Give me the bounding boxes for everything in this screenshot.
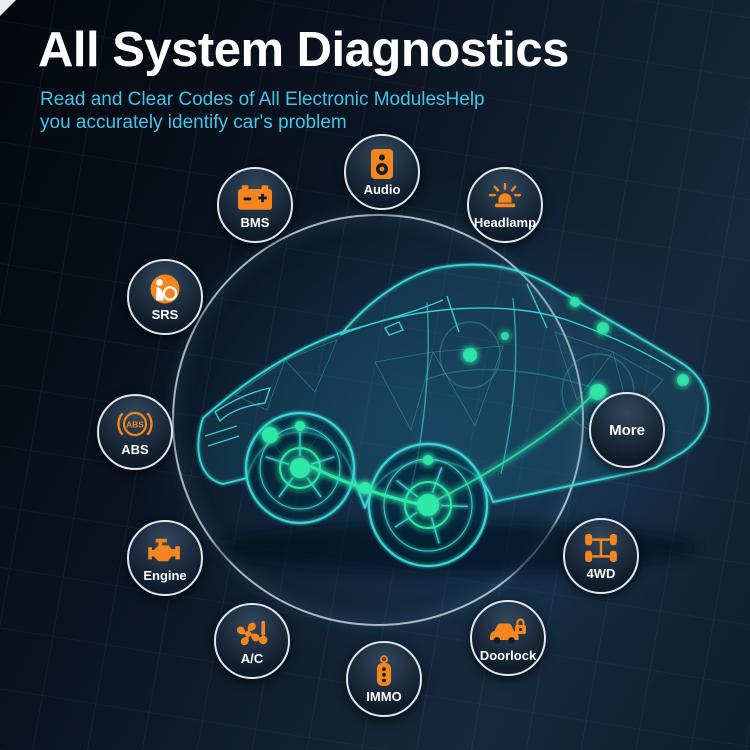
page-subtitle: Read and Clear Codes of All Electronic M… <box>40 88 485 134</box>
module-badge-ac: A/C <box>214 603 290 679</box>
module-label: SRS <box>151 307 179 322</box>
module-label: BMS <box>240 215 270 230</box>
module-badge-immo: IMMO <box>346 641 422 717</box>
subtitle-line-2: you accurately identify car's problem <box>40 112 347 133</box>
module-badge-engine: Engine <box>127 520 203 596</box>
corner-fold <box>0 0 16 16</box>
module-label: ABS <box>121 442 149 457</box>
module-badge-headlamp: Headlamp <box>467 167 543 243</box>
svg-text:ABS: ABS <box>126 420 144 430</box>
module-badge-srs: SRS <box>127 259 203 335</box>
abs-brake-icon: ABS <box>117 407 153 441</box>
module-badge-more: More <box>589 392 665 468</box>
module-badge-4wd: 4WD <box>563 518 639 594</box>
module-label: More <box>609 422 645 439</box>
key-fob-icon <box>374 654 394 688</box>
headlamp-icon <box>488 180 522 214</box>
module-badge-bms: BMS <box>217 167 293 243</box>
fan-thermometer-icon <box>235 616 269 650</box>
module-label: Engine <box>143 568 187 583</box>
module-label: Audio <box>363 182 401 197</box>
module-badge-doorlock: Doorlock <box>470 600 546 676</box>
subtitle-line-1: Read and Clear Codes of All Electronic M… <box>40 89 485 110</box>
engine-icon <box>148 533 182 567</box>
speaker-icon <box>371 147 393 181</box>
module-badge-audio: Audio <box>344 134 420 210</box>
module-label: 4WD <box>586 566 616 581</box>
car-lock-icon <box>489 613 527 647</box>
module-label: IMMO <box>366 689 402 704</box>
module-label: Doorlock <box>479 648 537 663</box>
drivetrain-icon <box>585 531 617 565</box>
page-title: All System Diagnostics <box>38 23 569 77</box>
battery-icon <box>238 180 272 214</box>
module-label: Headlamp <box>473 215 537 230</box>
airbag-icon <box>150 272 180 306</box>
module-badge-abs: ABS ABS <box>97 394 173 470</box>
module-label: A/C <box>240 651 264 666</box>
